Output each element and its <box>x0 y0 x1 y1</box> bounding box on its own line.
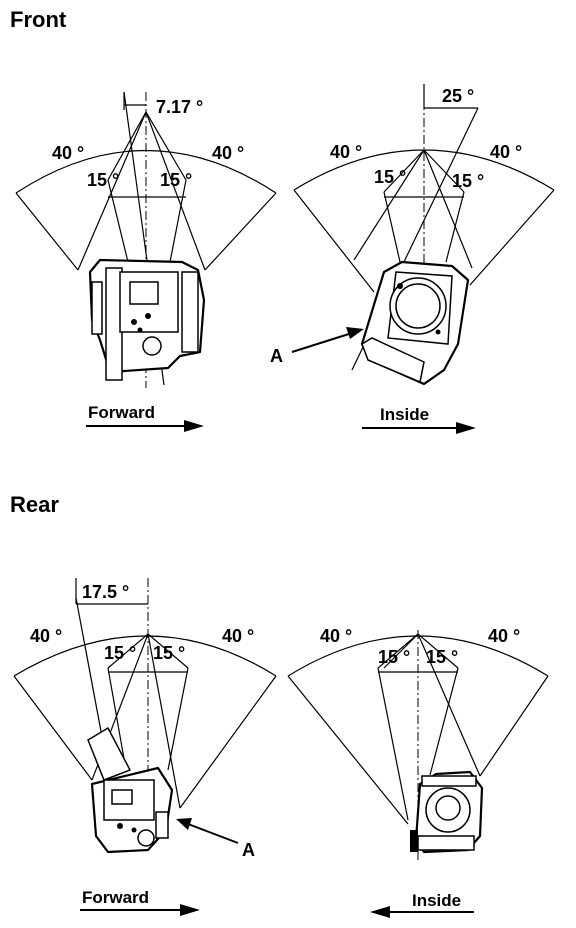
section-title-rear: Rear <box>10 492 59 517</box>
front-left-direction-arrow <box>86 420 204 432</box>
rear-right-inner-left-angle: 15 ° <box>378 647 410 667</box>
front-right-retractor-device <box>360 260 470 386</box>
rear-right-outer-left-angle: 40 ° <box>320 626 352 646</box>
front-left-outer-right-angle: 40 ° <box>212 143 244 163</box>
rear-left-offset-angle: 17.5 ° <box>82 582 129 602</box>
rear-left-outer-left-angle: 40 ° <box>30 626 62 646</box>
rear-left-inner-right-angle: 15 ° <box>153 643 185 663</box>
section-title-front: Front <box>10 7 67 32</box>
front-left-retractor-device <box>88 258 206 381</box>
front-right-direction-arrow <box>362 422 476 434</box>
rear-right-outer-right-angle: 40 ° <box>488 626 520 646</box>
rear-left-direction-label: Forward <box>82 888 149 907</box>
front-right-direction-label: Inside <box>380 405 429 424</box>
front-left-offset-angle: 7.17 ° <box>156 97 203 117</box>
front-right-inner-left-angle: 15 ° <box>374 167 406 187</box>
front-left-outer-left-angle: 40 ° <box>52 143 84 163</box>
rear-left-inner-left-angle: 15 ° <box>104 643 136 663</box>
front-left-inner-left-angle: 15 ° <box>87 170 119 190</box>
rear-left-retractor-device <box>87 726 174 854</box>
front-right-callout-arrow <box>291 327 364 353</box>
rear-right-inner-right-angle: 15 ° <box>426 647 458 667</box>
front-right-outer-left-angle: 40 ° <box>330 142 362 162</box>
front-right-outer-right-angle: 40 ° <box>490 142 522 162</box>
rear-right-retractor-device <box>410 770 484 854</box>
front-right-inner-right-angle: 15 ° <box>452 171 484 191</box>
rear-right-direction-arrow <box>370 906 474 918</box>
front-left-inner-right-angle: 15 ° <box>160 170 192 190</box>
front-left-direction-label: Forward <box>88 403 155 422</box>
front-right-callout-label: A <box>270 346 283 366</box>
front-left-view: 7.17 ° 40 ° 40 ° 15 ° 15 ° Forward <box>15 91 277 432</box>
rear-left-callout-arrow <box>176 818 239 844</box>
rear-right-view: 40 ° 40 ° 15 ° 15 ° Inside <box>287 626 549 918</box>
front-right-offset-angle: 25 ° <box>442 86 474 106</box>
rear-left-callout-label: A <box>242 840 255 860</box>
front-left-angle-lines <box>15 91 277 388</box>
front-right-view: 25 ° 40 ° 40 ° 15 ° 15 ° A Inside <box>270 84 555 434</box>
rear-right-angle-lines <box>287 630 549 860</box>
rear-right-direction-label: Inside <box>412 891 461 910</box>
rear-left-view: 17.5 ° 40 ° 40 ° 15 ° 15 ° A Forward <box>13 578 277 916</box>
rear-left-outer-right-angle: 40 ° <box>222 626 254 646</box>
rear-left-direction-arrow <box>80 904 200 916</box>
